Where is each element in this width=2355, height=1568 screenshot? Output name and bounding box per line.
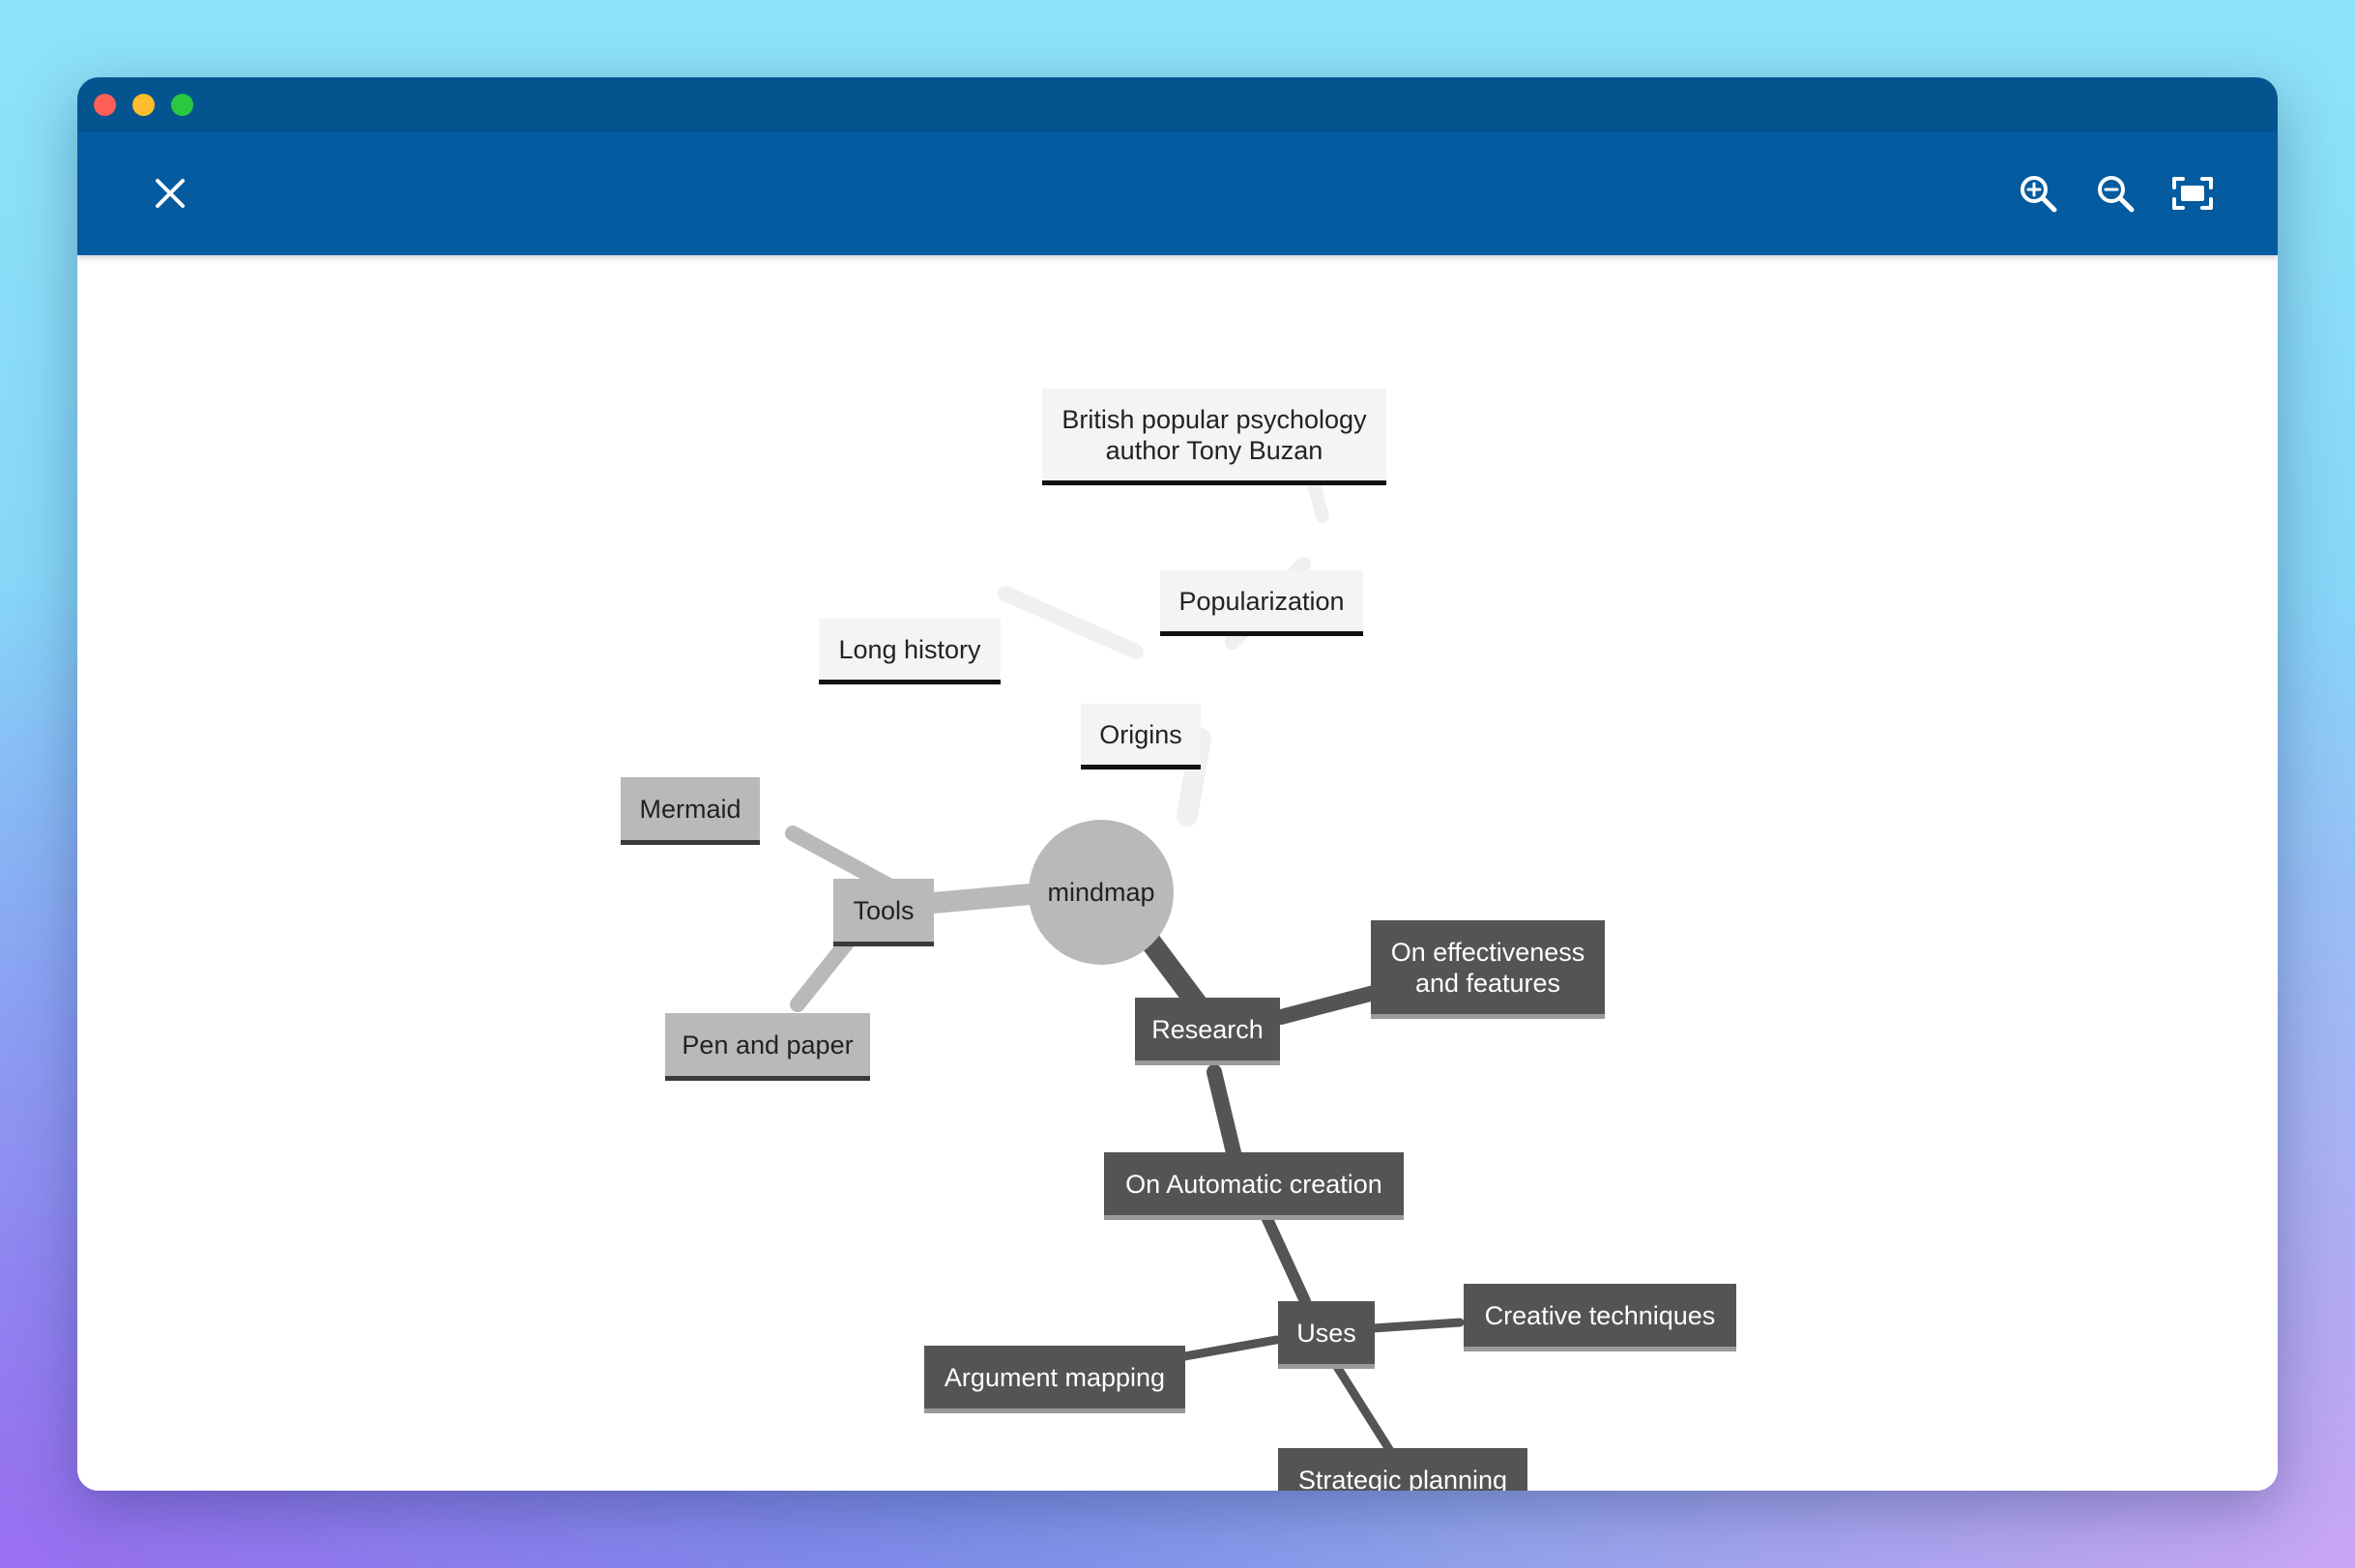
zoom-in-icon (2021, 176, 2057, 213)
window-zoom-button[interactable] (171, 94, 193, 116)
node-root-mindmap[interactable]: mindmap (1029, 820, 1174, 965)
edge-automatic-creation-uses (1261, 1211, 1311, 1307)
title-bar (77, 77, 2278, 131)
window-close-button[interactable] (94, 94, 116, 116)
node-popularization[interactable]: Popularization (1160, 570, 1363, 636)
node-automatic-creation[interactable]: On Automatic creation (1104, 1152, 1404, 1220)
edge-origins-long-history (998, 586, 1144, 659)
node-creative-techniques[interactable]: Creative techniques (1464, 1284, 1736, 1351)
node-research[interactable]: Research (1135, 998, 1280, 1065)
node-effectiveness[interactable]: On effectiveness and features (1371, 920, 1605, 1019)
app-window: British popular psychology author Tony B… (77, 77, 2278, 1491)
mindmap-canvas: British popular psychology author Tony B… (77, 255, 2278, 1491)
node-buzan[interactable]: British popular psychology author Tony B… (1042, 389, 1386, 485)
close-button[interactable] (145, 168, 195, 218)
edge-uses-strategic-planning (1329, 1357, 1397, 1459)
fit-screen-icon (2172, 177, 2213, 210)
edge-uses-argument-mapping (1175, 1335, 1281, 1362)
node-argument-mapping[interactable]: Argument mapping (924, 1346, 1185, 1413)
node-pen-and-paper[interactable]: Pen and paper (665, 1013, 870, 1081)
zoom-in-button[interactable] (2013, 168, 2063, 218)
toolbar (77, 131, 2278, 255)
zoom-out-icon (2098, 176, 2135, 213)
node-mermaid[interactable]: Mermaid (621, 777, 760, 845)
close-icon (156, 179, 185, 208)
node-uses[interactable]: Uses (1278, 1301, 1375, 1369)
node-long-history[interactable]: Long history (819, 619, 1001, 684)
fit-screen-button[interactable] (2167, 168, 2218, 218)
edge-uses-creative-techniques (1368, 1318, 1465, 1333)
node-strategic-planning[interactable]: Strategic planning (1278, 1448, 1527, 1491)
edge-research-effectiveness (1273, 984, 1385, 1025)
window-minimize-button[interactable] (132, 94, 155, 116)
zoom-out-button[interactable] (2090, 168, 2140, 218)
node-origins[interactable]: Origins (1081, 704, 1201, 769)
node-tools[interactable]: Tools (833, 879, 934, 946)
